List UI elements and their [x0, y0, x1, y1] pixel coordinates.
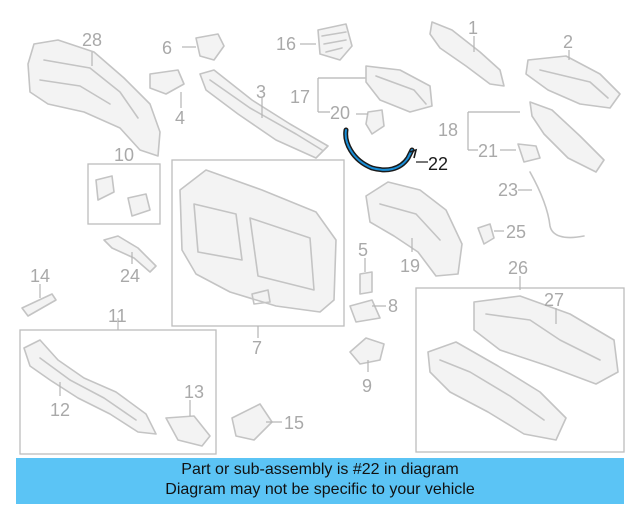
- part-2-shape: [525, 50, 621, 109]
- caption-line-2: Diagram may not be specific to your vehi…: [165, 481, 475, 498]
- part-20-shape: [356, 109, 385, 135]
- label-27: 27: [544, 290, 564, 310]
- label-12: 12: [50, 400, 70, 420]
- label-11: 11: [108, 306, 127, 326]
- part-16-shape: [300, 23, 353, 61]
- label-2: 2: [563, 32, 573, 52]
- label-25: 25: [506, 222, 526, 242]
- label-22: 22: [428, 154, 448, 174]
- label-23: 23: [498, 180, 518, 200]
- part-5-shape: [359, 258, 373, 295]
- parts-diagram: 28 6 16 1 2 4 3 17 20: [19, 18, 625, 455]
- label-13: 13: [184, 382, 204, 402]
- label-7: 7: [252, 338, 262, 358]
- part-22-hose: [343, 127, 428, 173]
- part-24-shape: [103, 235, 157, 273]
- part-15-shape: [231, 403, 282, 441]
- part-11-box: [19, 318, 217, 455]
- label-16: 16: [276, 34, 296, 54]
- part-6-shape: [182, 33, 225, 61]
- part-4-shape: [149, 69, 185, 108]
- label-17: 17: [290, 87, 310, 107]
- label-5: 5: [358, 240, 368, 260]
- label-28: 28: [82, 30, 102, 50]
- part-8-shape: [349, 299, 386, 323]
- part-19-shape: [365, 181, 463, 277]
- label-1: 1: [468, 18, 478, 38]
- label-21: 21: [478, 141, 498, 161]
- label-15: 15: [284, 413, 304, 433]
- label-8: 8: [388, 296, 398, 316]
- label-19: 19: [400, 256, 420, 276]
- part-7-box: [171, 159, 345, 338]
- label-6: 6: [162, 38, 172, 58]
- part-3-shape: [199, 69, 329, 159]
- label-9: 9: [362, 376, 372, 396]
- caption-banner: Part or sub-assembly is #22 in diagram D…: [16, 458, 624, 504]
- label-18: 18: [438, 120, 458, 140]
- label-20: 20: [330, 103, 350, 123]
- label-4: 4: [175, 108, 185, 128]
- label-3: 3: [256, 82, 266, 102]
- caption-line-1: Part or sub-assembly is #22 in diagram: [181, 461, 459, 478]
- label-14: 14: [30, 266, 50, 286]
- part-28-shape: [27, 39, 161, 157]
- label-26: 26: [508, 258, 528, 278]
- label-24: 24: [120, 266, 140, 286]
- part-25-shape: [477, 223, 504, 245]
- part-21-shape: [500, 143, 541, 163]
- part-26-box: [415, 276, 625, 453]
- label-10: 10: [114, 145, 134, 165]
- part-1-shape: [429, 21, 505, 87]
- part-9-shape: [349, 337, 385, 372]
- part-17-shape: [317, 65, 433, 113]
- part-18-shape: [467, 101, 605, 173]
- part-14-shape: [21, 284, 57, 317]
- part-10-box: [87, 163, 161, 225]
- part-23-shape: [518, 171, 585, 239]
